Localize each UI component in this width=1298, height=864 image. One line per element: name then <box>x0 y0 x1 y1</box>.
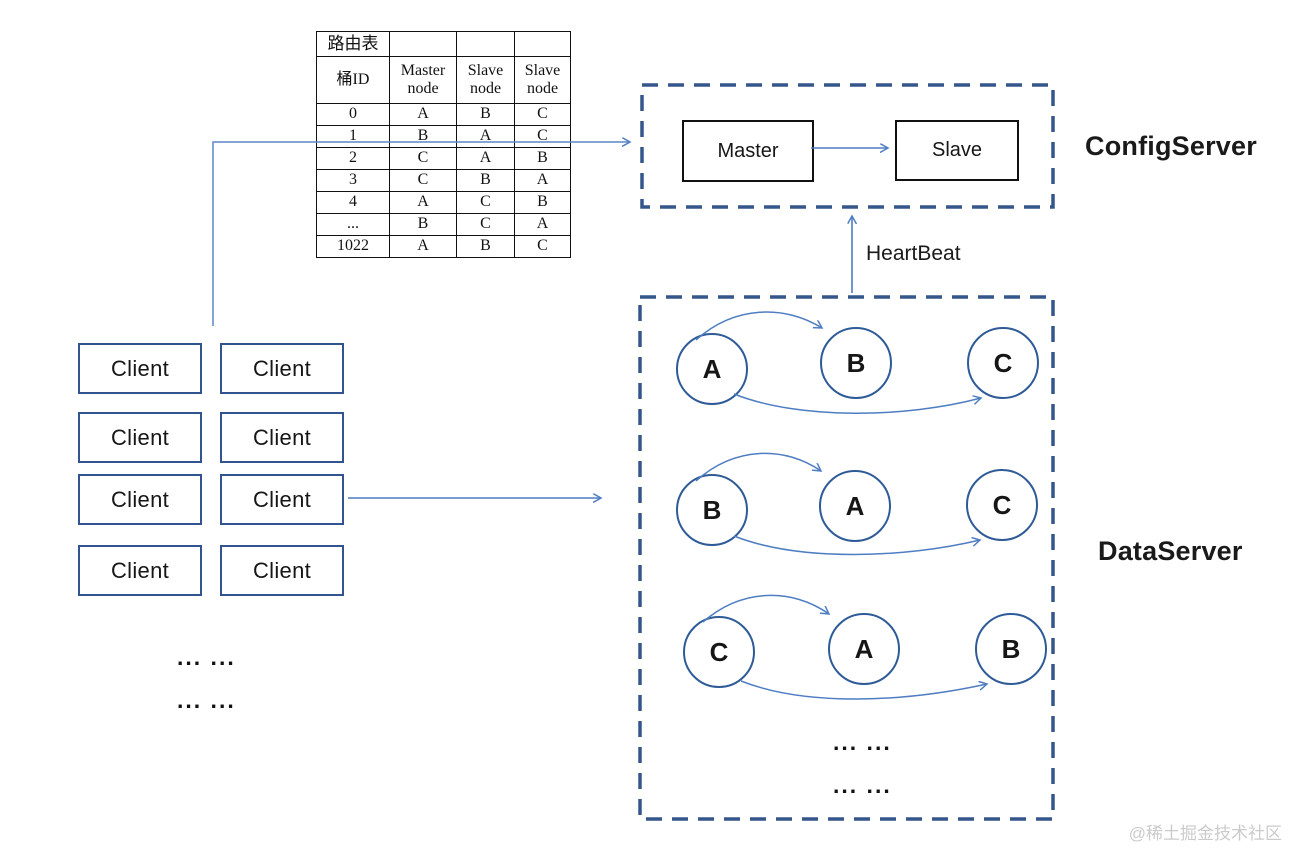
cell-slave1: C <box>456 191 515 214</box>
cell-master: A <box>389 103 457 126</box>
col-header: Master node <box>389 56 457 104</box>
cell-master: C <box>389 169 457 192</box>
cell-slave1: B <box>456 103 515 126</box>
cell-bucket-id: ... <box>316 213 390 236</box>
cell-bucket-id: 0 <box>316 103 390 126</box>
empty-cell <box>389 31 457 57</box>
col-header: 桶ID <box>316 56 390 104</box>
cell-slave2: A <box>514 169 571 192</box>
cell-slave1: B <box>456 235 515 258</box>
dataserver-ellipsis: ... ... <box>833 729 892 755</box>
node-letter: C <box>709 636 729 667</box>
data-node-circle: C <box>683 616 755 688</box>
client-box: Client <box>78 412 202 463</box>
heartbeat-label: HeartBeat <box>866 242 961 265</box>
client-label: Client <box>252 355 312 381</box>
slave-node-box: Slave <box>895 120 1019 181</box>
dataserver-label: DataServer <box>1098 536 1243 566</box>
client-box: Client <box>220 474 344 525</box>
cell-bucket-id: 4 <box>316 191 390 214</box>
client-label: Client <box>252 486 312 512</box>
cell-slave2: B <box>514 191 571 214</box>
cell-master: B <box>389 125 457 148</box>
routing-table-title: 路由表 <box>316 31 390 57</box>
client-box: Client <box>78 343 202 394</box>
col-header: Slave node <box>514 56 571 104</box>
clients-ellipsis: ... ... <box>177 687 236 713</box>
table-row: 2 C A B <box>316 147 571 170</box>
client-label: Client <box>110 557 170 583</box>
data-node-circle: B <box>975 613 1047 685</box>
master-node-box: Master <box>682 120 814 182</box>
node-letter: B <box>702 494 722 525</box>
cell-master: A <box>389 235 457 258</box>
routing-table-header-row: 桶ID Master node Slave node Slave node <box>316 56 571 104</box>
routing-table-title-row: 路由表 <box>316 31 571 57</box>
configserver-label: ConfigServer <box>1085 131 1257 161</box>
cell-master: B <box>389 213 457 236</box>
client-box: Client <box>78 545 202 596</box>
table-row: 3 C B A <box>316 169 571 192</box>
col-header: Slave node <box>456 56 515 104</box>
cell-slave2: C <box>514 235 571 258</box>
client-label: Client <box>110 486 170 512</box>
dataserver-ellipsis: ... ... <box>833 772 892 798</box>
table-row: 0 A B C <box>316 103 571 126</box>
client-label: Client <box>252 424 312 450</box>
node-letter: A <box>845 490 865 521</box>
data-node-circle: B <box>820 327 892 399</box>
cell-master: C <box>389 147 457 170</box>
table-row: ... B C A <box>316 213 571 236</box>
watermark: @稀土掘金技术社区 <box>1128 824 1282 843</box>
node-letter: A <box>854 633 874 664</box>
slave-label: Slave <box>931 139 983 161</box>
data-node-circle: C <box>966 469 1038 541</box>
node-letter: B <box>1001 633 1021 664</box>
cell-slave1: C <box>456 213 515 236</box>
routing-table: 路由表 桶ID Master node Slave node Slave nod… <box>316 31 571 258</box>
cell-slave1: A <box>456 147 515 170</box>
data-node-circle: A <box>828 613 900 685</box>
cell-bucket-id: 1 <box>316 125 390 148</box>
data-node-circle: A <box>676 333 748 405</box>
client-box: Client <box>220 412 344 463</box>
data-node-circle: A <box>819 470 891 542</box>
empty-cell <box>456 31 515 57</box>
client-box: Client <box>220 343 344 394</box>
cell-bucket-id: 3 <box>316 169 390 192</box>
cell-slave2: C <box>514 125 571 148</box>
data-node-circle: C <box>967 327 1039 399</box>
cell-master: A <box>389 191 457 214</box>
node-letter: C <box>992 489 1012 520</box>
table-row: 1022 A B C <box>316 235 571 258</box>
client-box: Client <box>78 474 202 525</box>
client-label: Client <box>110 424 170 450</box>
table-row: 1 B A C <box>316 125 571 148</box>
client-box: Client <box>220 545 344 596</box>
node-letter: A <box>702 353 722 384</box>
empty-cell <box>514 31 571 57</box>
clients-ellipsis: ... ... <box>177 644 236 670</box>
cell-bucket-id: 2 <box>316 147 390 170</box>
cell-slave2: B <box>514 147 571 170</box>
cell-bucket-id: 1022 <box>316 235 390 258</box>
cell-slave2: A <box>514 213 571 236</box>
node-letter: B <box>846 347 866 378</box>
master-label: Master <box>717 139 779 162</box>
data-node-circle: B <box>676 474 748 546</box>
cell-slave1: B <box>456 169 515 192</box>
cell-slave1: A <box>456 125 515 148</box>
table-row: 4 A C B <box>316 191 571 214</box>
client-label: Client <box>110 355 170 381</box>
cell-slave2: C <box>514 103 571 126</box>
node-letter: C <box>993 347 1013 378</box>
client-label: Client <box>252 557 312 583</box>
